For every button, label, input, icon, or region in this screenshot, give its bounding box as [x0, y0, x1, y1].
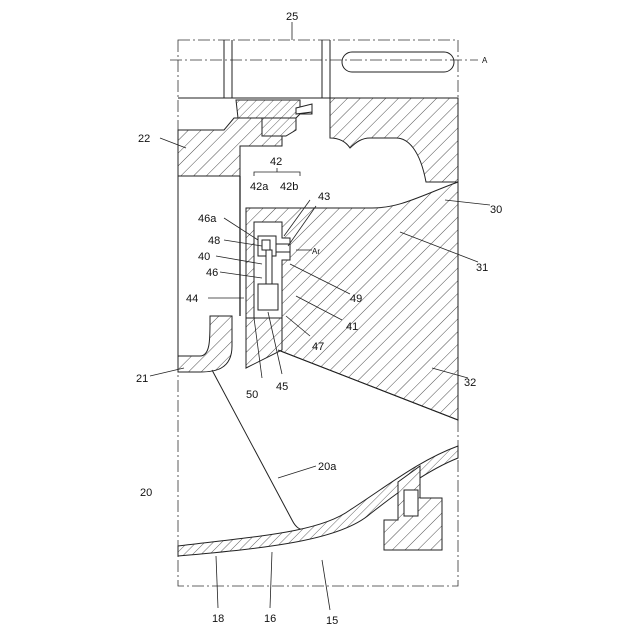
label-47: 47 [312, 341, 324, 353]
label-20a: 20a [318, 461, 337, 473]
label-46: 46 [206, 267, 218, 279]
label-16: 16 [264, 613, 276, 625]
label-18: 18 [212, 613, 224, 625]
lower-block [246, 318, 282, 368]
bracket-42 [254, 172, 300, 176]
label-30: 30 [490, 204, 502, 216]
label-49: 49 [350, 293, 362, 305]
label-45: 45 [276, 381, 288, 393]
label-41: 41 [346, 321, 358, 333]
label-ar: Ar [312, 247, 320, 256]
label-21: 21 [136, 373, 148, 385]
part-21 [178, 316, 232, 372]
label-22: 22 [138, 133, 150, 145]
flange-inner [404, 490, 418, 516]
label-42b: 42b [280, 181, 298, 193]
label-42: 42 [270, 156, 282, 168]
label-a: A [482, 56, 488, 65]
label-50: 50 [246, 389, 258, 401]
vane-20a [212, 370, 306, 530]
label-46a: 46a [198, 213, 217, 225]
label-31: 31 [476, 262, 488, 274]
label-40: 40 [198, 251, 210, 263]
shaft-25 [178, 40, 458, 98]
label-32: 32 [464, 377, 476, 389]
label-48: 48 [208, 235, 220, 247]
label-43: 43 [318, 191, 330, 203]
upper-housing [330, 98, 458, 182]
label-42a: 42a [250, 181, 269, 193]
label-20: 20 [140, 487, 152, 499]
label-44: 44 [186, 293, 198, 305]
label-25: 25 [286, 11, 298, 23]
label-15: 15 [326, 615, 338, 627]
